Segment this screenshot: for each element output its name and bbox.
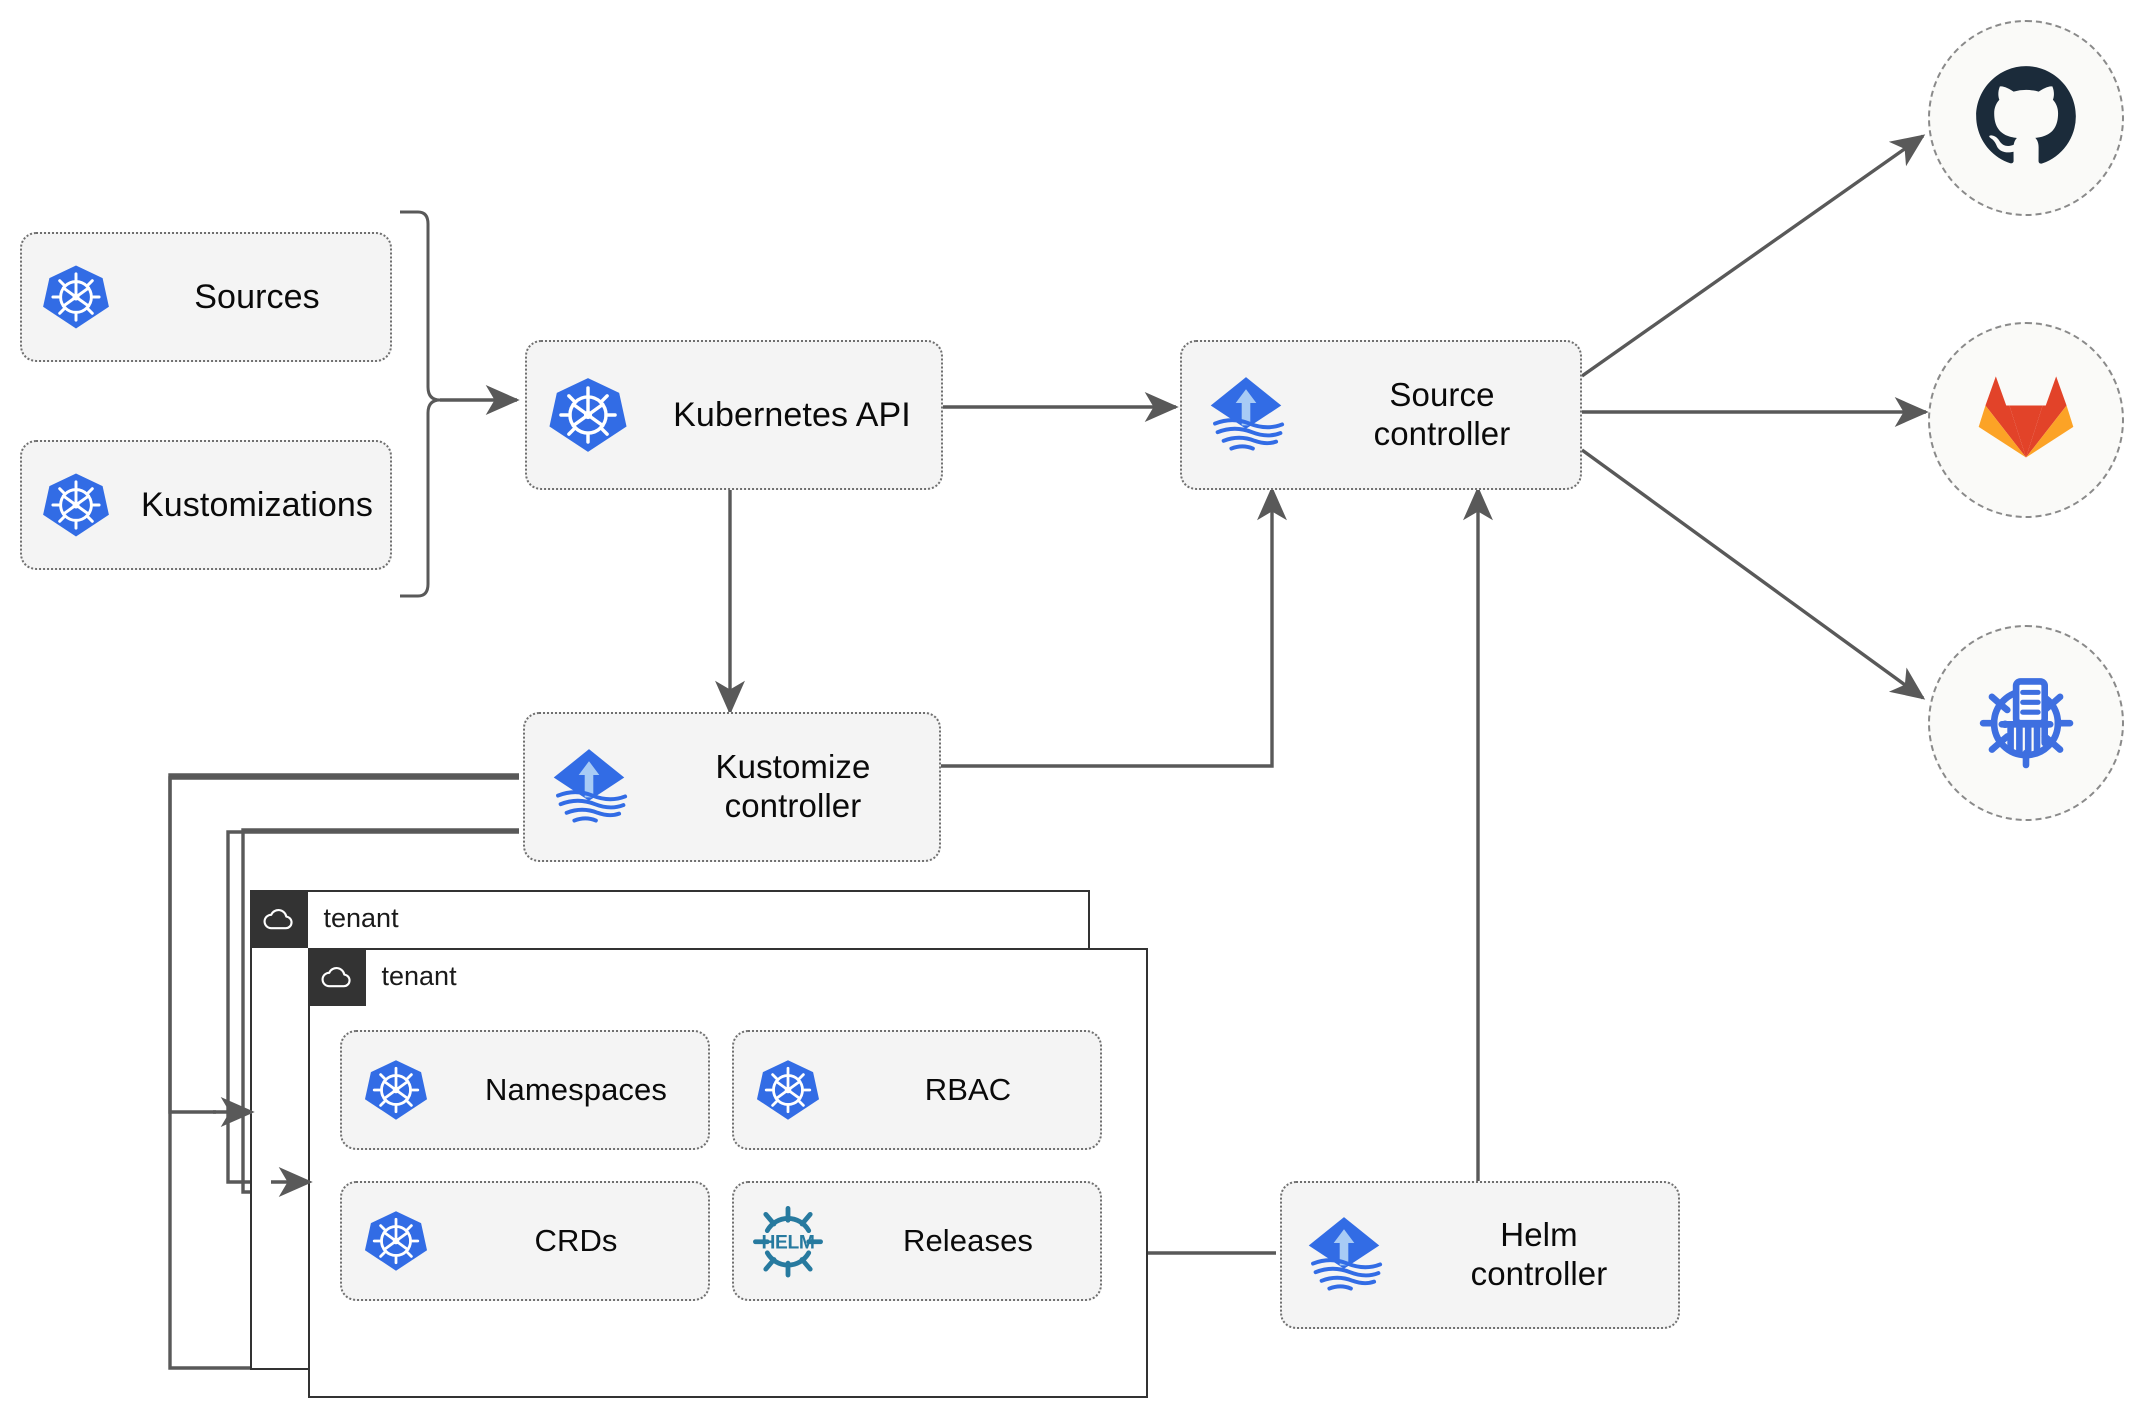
node-label-kubernetes-api: Kubernetes API — [673, 395, 911, 434]
node-helm-controller[interactable]: Helm controller — [1280, 1181, 1680, 1329]
node-label-line1: Source — [1389, 376, 1495, 414]
node-label-source-controller: Source controller — [1310, 376, 1580, 454]
helm-repository-icon — [1971, 666, 2081, 781]
node-label-line1: Helm — [1500, 1216, 1578, 1254]
kubernetes-icon — [734, 1057, 842, 1123]
node-crds[interactable]: CRDs — [340, 1181, 710, 1301]
node-label-kustomizations: Kustomizations — [141, 485, 373, 524]
helm-icon: HELM — [734, 1204, 842, 1278]
edge-source-controller-to-github — [1581, 134, 1926, 378]
node-label-sources: Sources — [194, 277, 320, 316]
github-icon — [1974, 64, 2078, 173]
cloud-icon — [307, 947, 366, 1006]
cloud-icon — [249, 889, 308, 948]
node-label-line2: controller — [1470, 1255, 1608, 1292]
kubernetes-icon — [342, 1057, 450, 1123]
provider-helm-repository[interactable] — [1928, 625, 2124, 821]
tenant-label-front: tenant — [381, 961, 457, 991]
node-label-helm-controller: Helm controller — [1406, 1216, 1678, 1294]
provider-gitlab[interactable] — [1928, 322, 2124, 518]
node-label-line1: Kustomize — [715, 748, 871, 786]
resources-bracket — [400, 210, 441, 598]
node-label-releases: Releases — [902, 1222, 1034, 1258]
kubernetes-icon — [342, 1208, 450, 1274]
node-rbac[interactable]: RBAC — [732, 1030, 1102, 1150]
node-label-namespaces: Namespaces — [485, 1071, 667, 1107]
node-releases[interactable]: HELM Releases — [732, 1181, 1102, 1301]
node-sources[interactable]: Sources — [20, 232, 392, 362]
flux-icon — [1282, 1212, 1406, 1298]
node-label-crds: CRDs — [534, 1222, 618, 1258]
kubernetes-icon — [22, 262, 130, 332]
node-namespaces[interactable]: Namespaces — [340, 1030, 710, 1150]
node-source-controller[interactable]: Source controller — [1180, 340, 1582, 490]
node-label-kustomize-controller: Kustomize controller — [653, 748, 939, 826]
edge-kustomize-controller-to-source-controller — [938, 486, 1287, 768]
kubernetes-icon — [527, 374, 649, 456]
node-label-line2: controller — [1373, 415, 1511, 452]
tenant-label-back: tenant — [323, 903, 399, 933]
node-label-line2: controller — [724, 787, 862, 824]
flux-icon — [1182, 372, 1310, 458]
edge-source-controller-to-helm-repo — [1581, 448, 1926, 700]
svg-text:HELM: HELM — [761, 1232, 814, 1253]
tenant-container-front: tenant — [307, 947, 1148, 1398]
node-label-rbac: RBAC — [924, 1071, 1012, 1107]
flux-icon — [525, 744, 653, 830]
kubernetes-icon — [22, 470, 130, 540]
node-kubernetes-api[interactable]: Kubernetes API — [525, 340, 943, 490]
tenant-header-back: tenant — [249, 889, 399, 948]
gitlab-icon — [1974, 366, 2078, 475]
node-kustomizations[interactable]: Kustomizations — [20, 440, 392, 570]
node-kustomize-controller[interactable]: Kustomize controller — [523, 712, 941, 862]
provider-github[interactable] — [1928, 20, 2124, 216]
tenant-header-front: tenant — [307, 947, 457, 1006]
